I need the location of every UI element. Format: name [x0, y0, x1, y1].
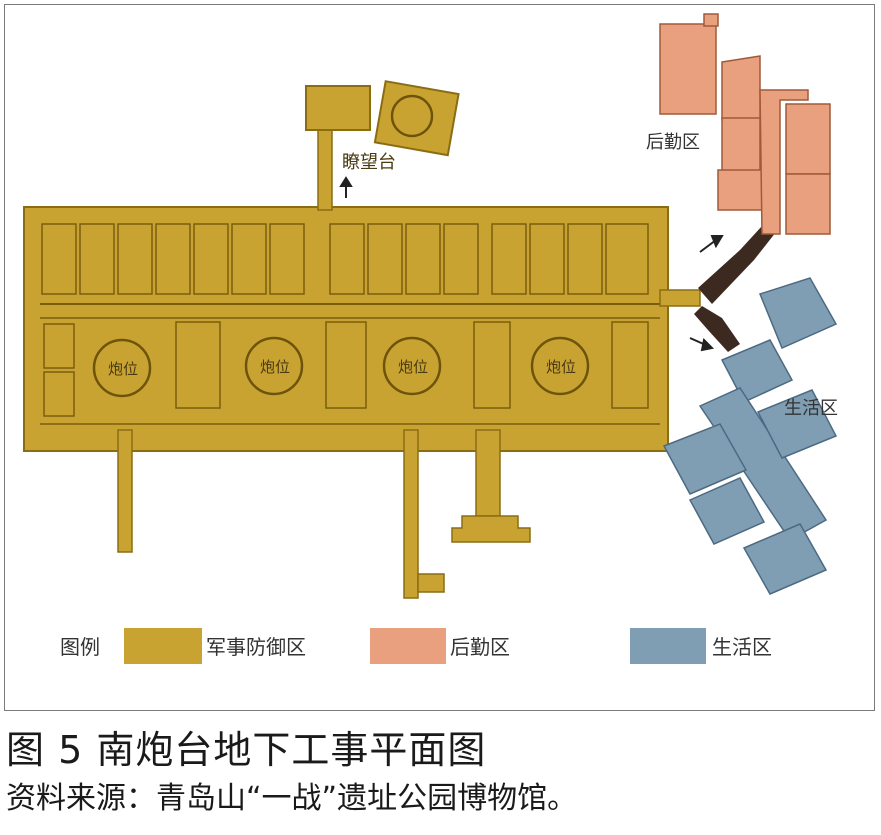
logistics-corridor	[759, 89, 809, 235]
gun-position-4	[530, 336, 590, 396]
logistics-building-6	[785, 173, 831, 235]
connecting-passages	[694, 226, 776, 352]
gun-position-label-2: 炮位	[260, 358, 290, 376]
passage-to-logistics	[698, 226, 776, 304]
gun-position-label-4: 炮位	[546, 358, 576, 376]
tunnel-south-1	[117, 429, 133, 553]
passage-to-living	[694, 306, 740, 352]
gun-position-1	[92, 338, 152, 398]
logistics-zone	[659, 13, 831, 235]
logistics-building-2	[721, 55, 761, 121]
top-room-row	[41, 223, 649, 295]
living-zone	[662, 277, 838, 595]
gun-positions	[92, 336, 590, 398]
legend-label-military: 军事防御区	[206, 635, 306, 659]
military-zone	[23, 80, 701, 599]
living-building-1	[758, 277, 838, 349]
legend-swatch-military	[124, 628, 202, 664]
living-building-3	[662, 423, 748, 495]
legend: 图例 军事防御区 后勤区 生活区	[60, 628, 772, 664]
logistics-label: 后勤区	[646, 132, 700, 153]
watchtower-turret	[390, 94, 434, 138]
tunnel-south-3	[475, 429, 501, 517]
legend-swatch-living	[630, 628, 706, 664]
arrow-icon	[339, 176, 724, 352]
logistics-building-4	[717, 169, 765, 211]
living-label: 生活区	[784, 398, 838, 419]
floor-plan: 瞭望台 后勤区 生活区 炮位 炮位 炮位 炮位 图例 军事防御区 后勤区 生活区	[23, 13, 838, 664]
legend-label-living: 生活区	[712, 635, 772, 659]
tunnel-exit-south-3	[451, 515, 531, 543]
living-building-6	[742, 523, 828, 595]
tunnel-south-2	[403, 429, 419, 599]
watchtower-block	[305, 85, 371, 131]
gun-position-label-3: 炮位	[398, 358, 428, 376]
logistics-building-5	[785, 103, 831, 175]
living-corridor	[698, 387, 828, 541]
figure-title: 图 5 南炮台地下工事平面图	[6, 728, 487, 772]
figure-source: 资料来源：青岛山“一战”遗址公园博物馆。	[6, 781, 578, 816]
living-building-5	[688, 477, 766, 545]
living-building-2	[720, 339, 794, 403]
gun-position-3	[382, 336, 442, 396]
gun-position-2	[244, 336, 304, 396]
logistics-building-1	[659, 23, 717, 115]
logistics-building-3	[721, 117, 761, 173]
watchtower-label: 瞭望台	[342, 152, 396, 173]
lower-room-row	[43, 321, 649, 417]
gun-position-label-1: 炮位	[108, 360, 138, 378]
tunnel-north	[317, 125, 333, 211]
living-building-4	[756, 389, 838, 459]
east-passage	[659, 289, 701, 307]
legend-title: 图例	[60, 635, 100, 659]
tunnel-exit-south-2	[417, 573, 445, 593]
legend-swatch-logistics	[370, 628, 446, 664]
legend-label-logistics: 后勤区	[450, 635, 510, 659]
watchtower-platform	[373, 80, 460, 157]
